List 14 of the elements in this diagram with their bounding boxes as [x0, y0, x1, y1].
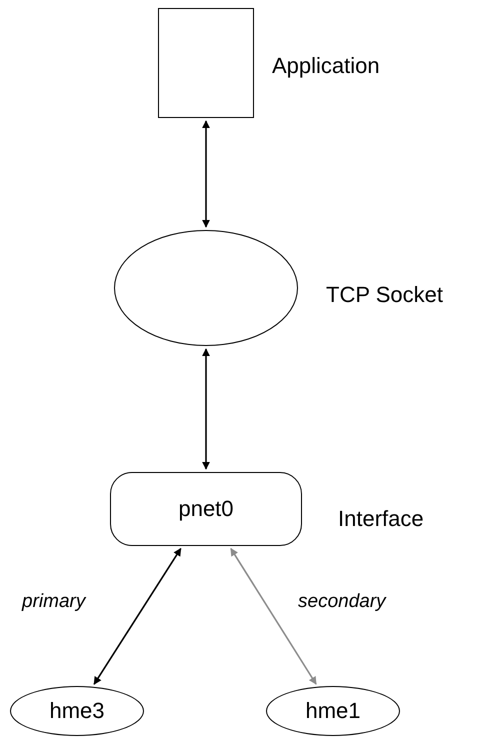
node-caption: Application [272, 52, 380, 80]
node-label: pnet0 [178, 495, 234, 523]
rectangle-box [158, 8, 254, 118]
node-caption: TCP Socket [326, 281, 443, 308]
double-arrow [202, 120, 210, 228]
node-label: hme3 [49, 697, 105, 725]
rounded-box [110, 472, 302, 546]
double-arrow [202, 348, 210, 470]
node-label: hme1 [305, 697, 361, 725]
double-arrow [93, 548, 182, 685]
double-arrow [230, 548, 317, 685]
edge-label: secondary [298, 590, 386, 614]
node-caption: Interface [338, 505, 424, 532]
edge-label: primary [22, 590, 86, 614]
